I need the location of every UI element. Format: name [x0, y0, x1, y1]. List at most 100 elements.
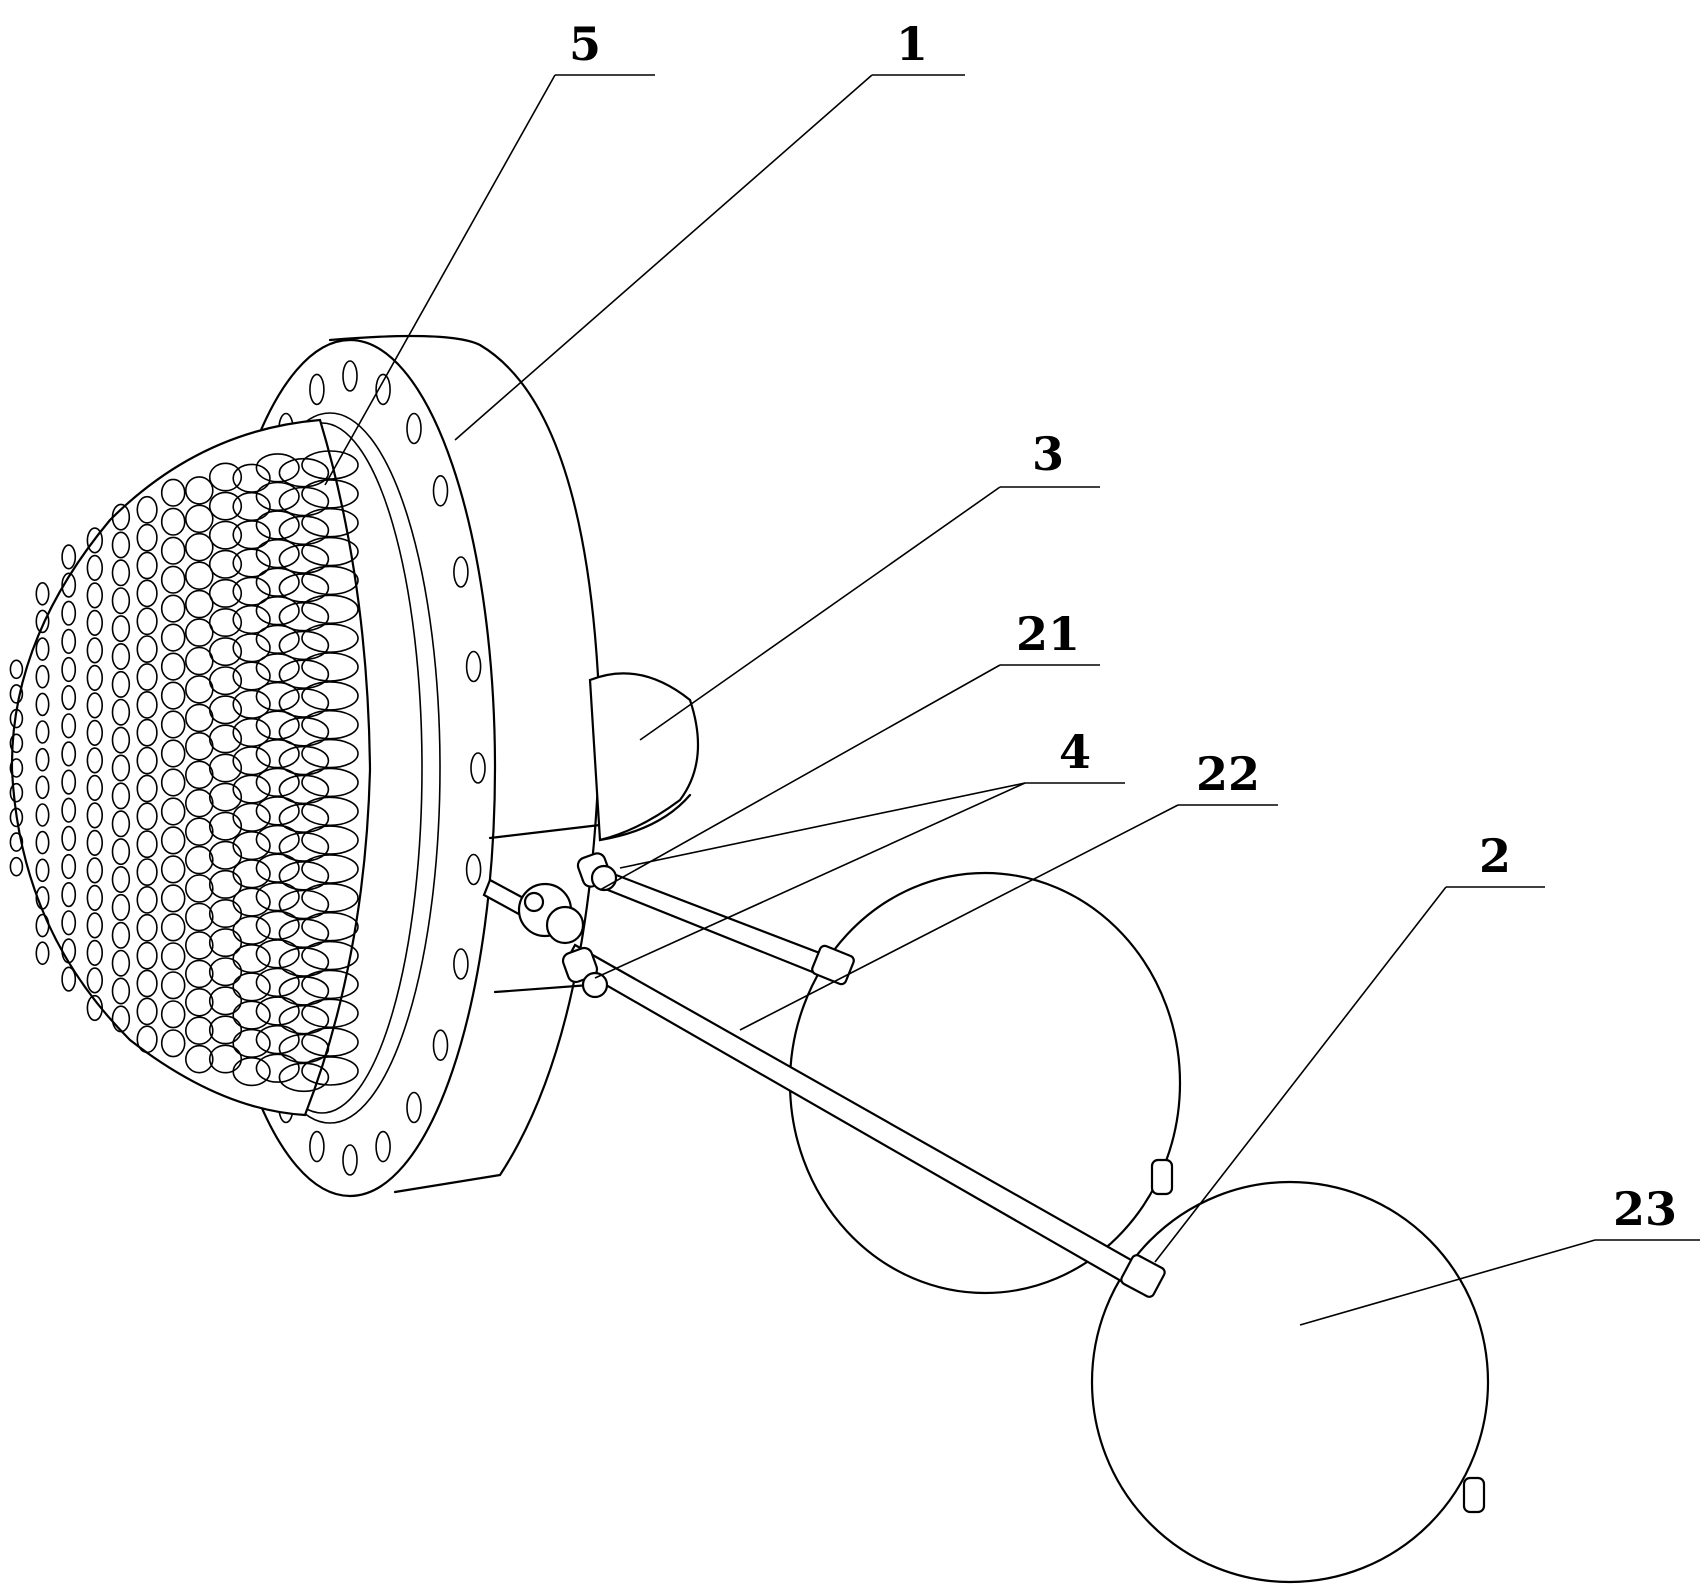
perforation-hole [136, 858, 158, 887]
perforation-hole [255, 538, 300, 569]
perforation-hole [35, 747, 50, 772]
perforation-hole [111, 782, 131, 810]
perforation-hole [160, 623, 186, 652]
perforation-hole [255, 939, 300, 969]
perforation-hole [9, 807, 24, 828]
perforation-hole [301, 1056, 359, 1086]
perforation-hole [111, 670, 131, 698]
float-sphere-23 [1090, 1180, 1490, 1584]
label-23: 23 [1613, 1182, 1677, 1236]
perforation-hole [255, 853, 300, 883]
perforation-hole [86, 582, 104, 609]
perforation-hole [86, 994, 104, 1022]
perforation-hole [136, 774, 158, 803]
perforation-hole [111, 810, 131, 838]
perforation-hole [61, 684, 77, 711]
bolt-hole [432, 474, 449, 507]
hub [488, 823, 602, 994]
perforation-hole [111, 977, 131, 1005]
perforation-hole [35, 830, 50, 855]
perforation-hole [111, 698, 131, 726]
perforation-hole [208, 462, 243, 492]
perforation-hole [208, 607, 243, 637]
perforation-hole [61, 600, 77, 626]
perforation-hole [136, 941, 158, 970]
perforation-hole [61, 713, 77, 739]
perforation-hole [301, 450, 359, 480]
perforation-hole [301, 565, 359, 596]
perforation-hole [185, 476, 214, 505]
perforation-hole [301, 479, 359, 509]
perforation-hole [232, 1056, 271, 1087]
perforation-hole [301, 652, 359, 682]
perforation-hole [111, 503, 131, 531]
perforation-hole [136, 495, 158, 524]
perforation-hole [61, 881, 77, 908]
perforation-hole [111, 615, 131, 643]
perforated-hemisphere [9, 418, 372, 1117]
bolt-hole [309, 373, 325, 406]
perforation-hole [301, 940, 359, 971]
bolt-hole [406, 1091, 422, 1124]
perforation-hole [208, 811, 243, 841]
perforation-hole [208, 724, 243, 754]
perforation-hole [9, 782, 24, 803]
perforation-hole [9, 684, 24, 704]
perforation-hole [35, 637, 50, 661]
perforation-hole [111, 587, 131, 615]
perforation-hole [61, 938, 77, 964]
bolt-hole [465, 853, 482, 886]
bolt-hole [453, 948, 469, 980]
perforation-hole [61, 572, 77, 598]
perforation-holes [9, 450, 359, 1093]
perforation-hole [111, 865, 131, 893]
perforation-hole [185, 788, 214, 818]
perforation-hole [136, 802, 158, 831]
perforation-hole [136, 1025, 158, 1054]
perforation-hole [160, 710, 186, 739]
perforation-hole [255, 453, 300, 483]
perforation-hole [160, 768, 186, 797]
perforation-hole [160, 681, 186, 710]
perforation-hole [86, 774, 104, 802]
perforation-hole [35, 941, 50, 966]
perforation-hole [185, 589, 214, 619]
label-2: 2 [1479, 829, 1511, 883]
perforation-hole [278, 544, 330, 574]
perforation-hole [35, 720, 50, 744]
perforation-hole [255, 481, 300, 512]
perforation-hole [185, 959, 214, 989]
perforation-hole [208, 491, 243, 521]
perforation-hole [35, 775, 50, 800]
perforation-hole [111, 893, 131, 921]
perforation-hole [301, 738, 359, 769]
perforation-hole [160, 536, 186, 565]
perforation-hole [111, 559, 131, 587]
perforation-hole [61, 797, 77, 823]
perforation-hole [301, 882, 359, 913]
perforation-hole [278, 745, 330, 776]
perforation-hole [136, 997, 158, 1026]
perforation-hole [136, 691, 158, 719]
perforation-hole [61, 825, 77, 852]
perforation-hole [111, 531, 131, 559]
perforation-hole [86, 884, 104, 912]
perforation-hole [185, 1044, 214, 1074]
perforation-hole [35, 858, 50, 883]
perforation-hole [160, 478, 186, 507]
perforation-hole [61, 853, 77, 880]
perforation-hole [61, 628, 77, 655]
perforation-hole [111, 838, 131, 866]
perforation-hole [136, 551, 158, 580]
perforation-hole [208, 695, 243, 725]
perforation-hole [208, 782, 243, 812]
perforation-hole [160, 855, 186, 884]
perforation-hole [160, 884, 186, 913]
perforation-hole [86, 637, 104, 664]
perforation-hole [208, 666, 243, 696]
perforation-hole [86, 527, 104, 554]
perforation-hole [136, 635, 158, 664]
perforation-hole [301, 911, 359, 942]
perforation-hole [185, 646, 214, 676]
